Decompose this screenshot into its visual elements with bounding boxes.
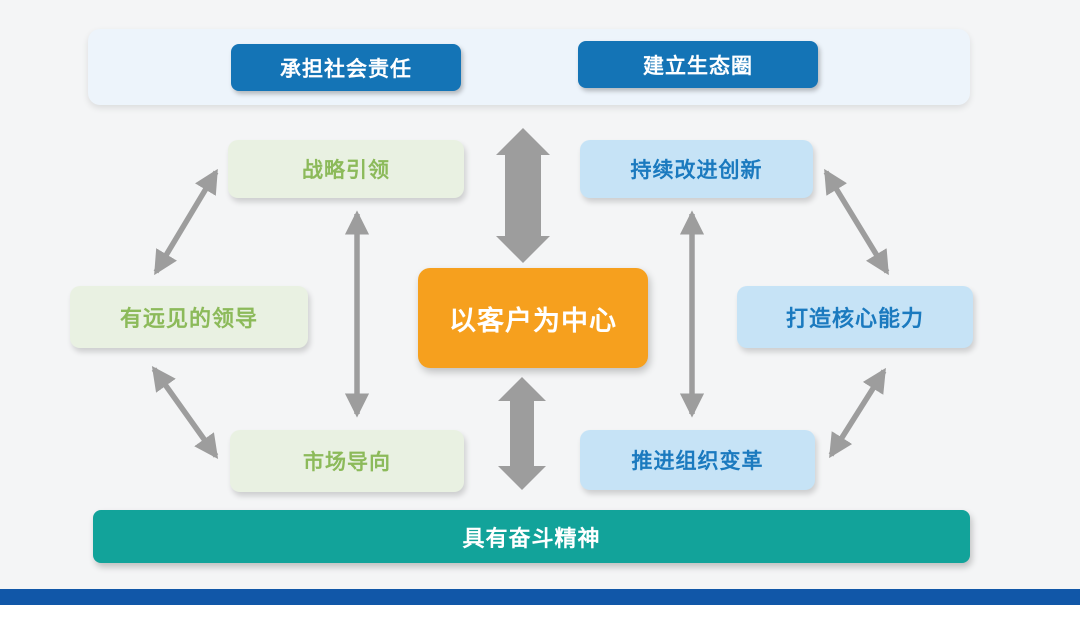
node-label: 有远见的领导 (119, 306, 258, 331)
node-core-capability: 打造核心能力 (737, 286, 973, 348)
node-continuous-improvement: 持续改进创新 (580, 140, 813, 198)
node-label: 承担社会责任 (280, 57, 412, 81)
node-market-orientation: 市场导向 (230, 430, 464, 492)
node-label: 战略引领 (302, 159, 390, 182)
node-label: 打造核心能力 (785, 306, 924, 331)
node-strategy-leading: 战略引领 (228, 140, 464, 198)
node-social-responsibility: 承担社会责任 (231, 44, 461, 91)
bottom-divider-bar (0, 589, 1080, 605)
thick-double-arrow-bottom-icon (498, 377, 546, 490)
node-label: 推进组织变革 (631, 450, 764, 473)
node-label: 持续改进创新 (630, 159, 763, 182)
node-visionary-leadership: 有远见的领导 (70, 286, 308, 348)
right-upper-diagonal-double-arrow-icon (823, 168, 890, 276)
node-ecosystem: 建立生态圈 (578, 41, 818, 88)
node-label: 市场导向 (303, 451, 391, 474)
top-banner: 承担社会责任 建立生态圈 (88, 29, 970, 105)
node-label: 建立生态圈 (643, 54, 753, 78)
node-customer-centric: 以客户为中心 (418, 268, 648, 368)
right-lower-diagonal-double-arrow-icon (828, 367, 887, 459)
node-label: 具有奋斗精神 (462, 525, 601, 551)
bottom-banner-fighting-spirit: 具有奋斗精神 (93, 510, 970, 563)
left-upper-diagonal-double-arrow-icon (153, 168, 219, 276)
node-label: 以客户为中心 (449, 305, 617, 336)
left-lower-diagonal-double-arrow-icon (151, 366, 219, 459)
node-organizational-change: 推进组织变革 (580, 430, 815, 490)
thick-double-arrow-top-icon (496, 128, 550, 263)
